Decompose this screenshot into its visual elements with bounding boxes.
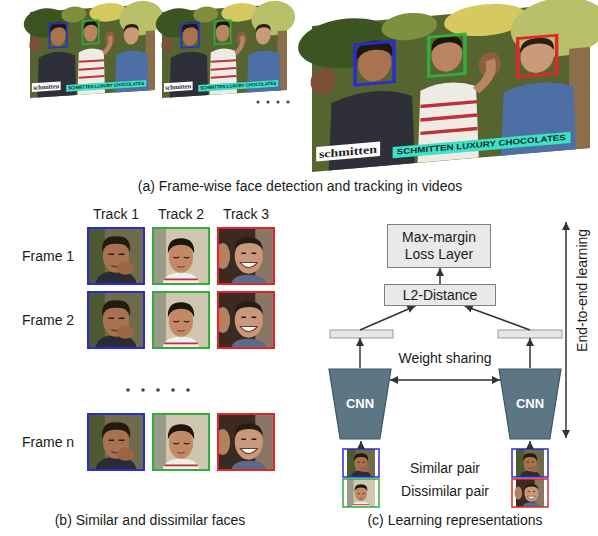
- brand-text: schmitten: [316, 141, 379, 161]
- node-text: Max-margin Loss Layer: [393, 229, 485, 263]
- node-text: CNN: [346, 396, 374, 412]
- connector-line: [465, 306, 530, 330]
- row-label: Frame 2: [22, 312, 74, 329]
- column-header: Track 2: [158, 206, 204, 223]
- figure-caption: (b) Similar and dissimilar faces: [55, 512, 246, 529]
- brand-text: schmitten: [164, 81, 193, 91]
- column-header: Track 1: [93, 206, 139, 223]
- banner-text: SCHMITTEN LUXURY CHOCOLATES: [393, 132, 570, 158]
- loss-layer-box: Max-margin Loss Layer: [387, 224, 491, 268]
- frame-overlay: schmitten SCHMITTEN LUXURY CHOCOLATES: [162, 4, 287, 98]
- pair-label: Similar pair: [410, 460, 480, 477]
- cnn-shape: [499, 369, 561, 439]
- distance-box: L2-Distance: [384, 284, 496, 306]
- row-label: Frame n: [22, 434, 74, 451]
- axis-label: End-to-end learning: [574, 229, 591, 352]
- cnn-shape: [329, 369, 391, 439]
- figure-caption: (a) Frame-wise face detection and tracki…: [138, 178, 462, 195]
- node-text: CNN: [516, 396, 544, 412]
- frame-overlay: schmitten SCHMITTEN LUXURY CHOCOLATES: [30, 4, 155, 98]
- connector: [390, 380, 500, 381]
- connector-line: [359, 338, 361, 368]
- cnn-block: CNN: [498, 368, 562, 440]
- brand-text: schmitten: [32, 81, 61, 91]
- row-label: Frame 1: [22, 248, 74, 265]
- cnn-block: CNN: [328, 368, 392, 440]
- pair-label: Dissimilar pair: [401, 483, 489, 500]
- connector-line: [360, 306, 415, 330]
- column-header: Track 3: [223, 206, 269, 223]
- node-text: L2-Distance: [403, 287, 478, 304]
- figure-caption: (c) Learning representations: [367, 512, 542, 529]
- frame-overlay: schmitten SCHMITTEN LUXURY CHOCOLATES: [312, 2, 590, 172]
- connector-line: [390, 379, 500, 381]
- banner-text: SCHMITTEN LUXURY CHOCOLATES: [198, 80, 278, 92]
- edge-label: Weight sharing: [396, 350, 493, 367]
- connector: [440, 268, 441, 284]
- connector-line: [529, 338, 531, 368]
- connector-line: [439, 268, 441, 284]
- banner-text: SCHMITTEN LUXURY CHOCOLATES: [66, 80, 146, 92]
